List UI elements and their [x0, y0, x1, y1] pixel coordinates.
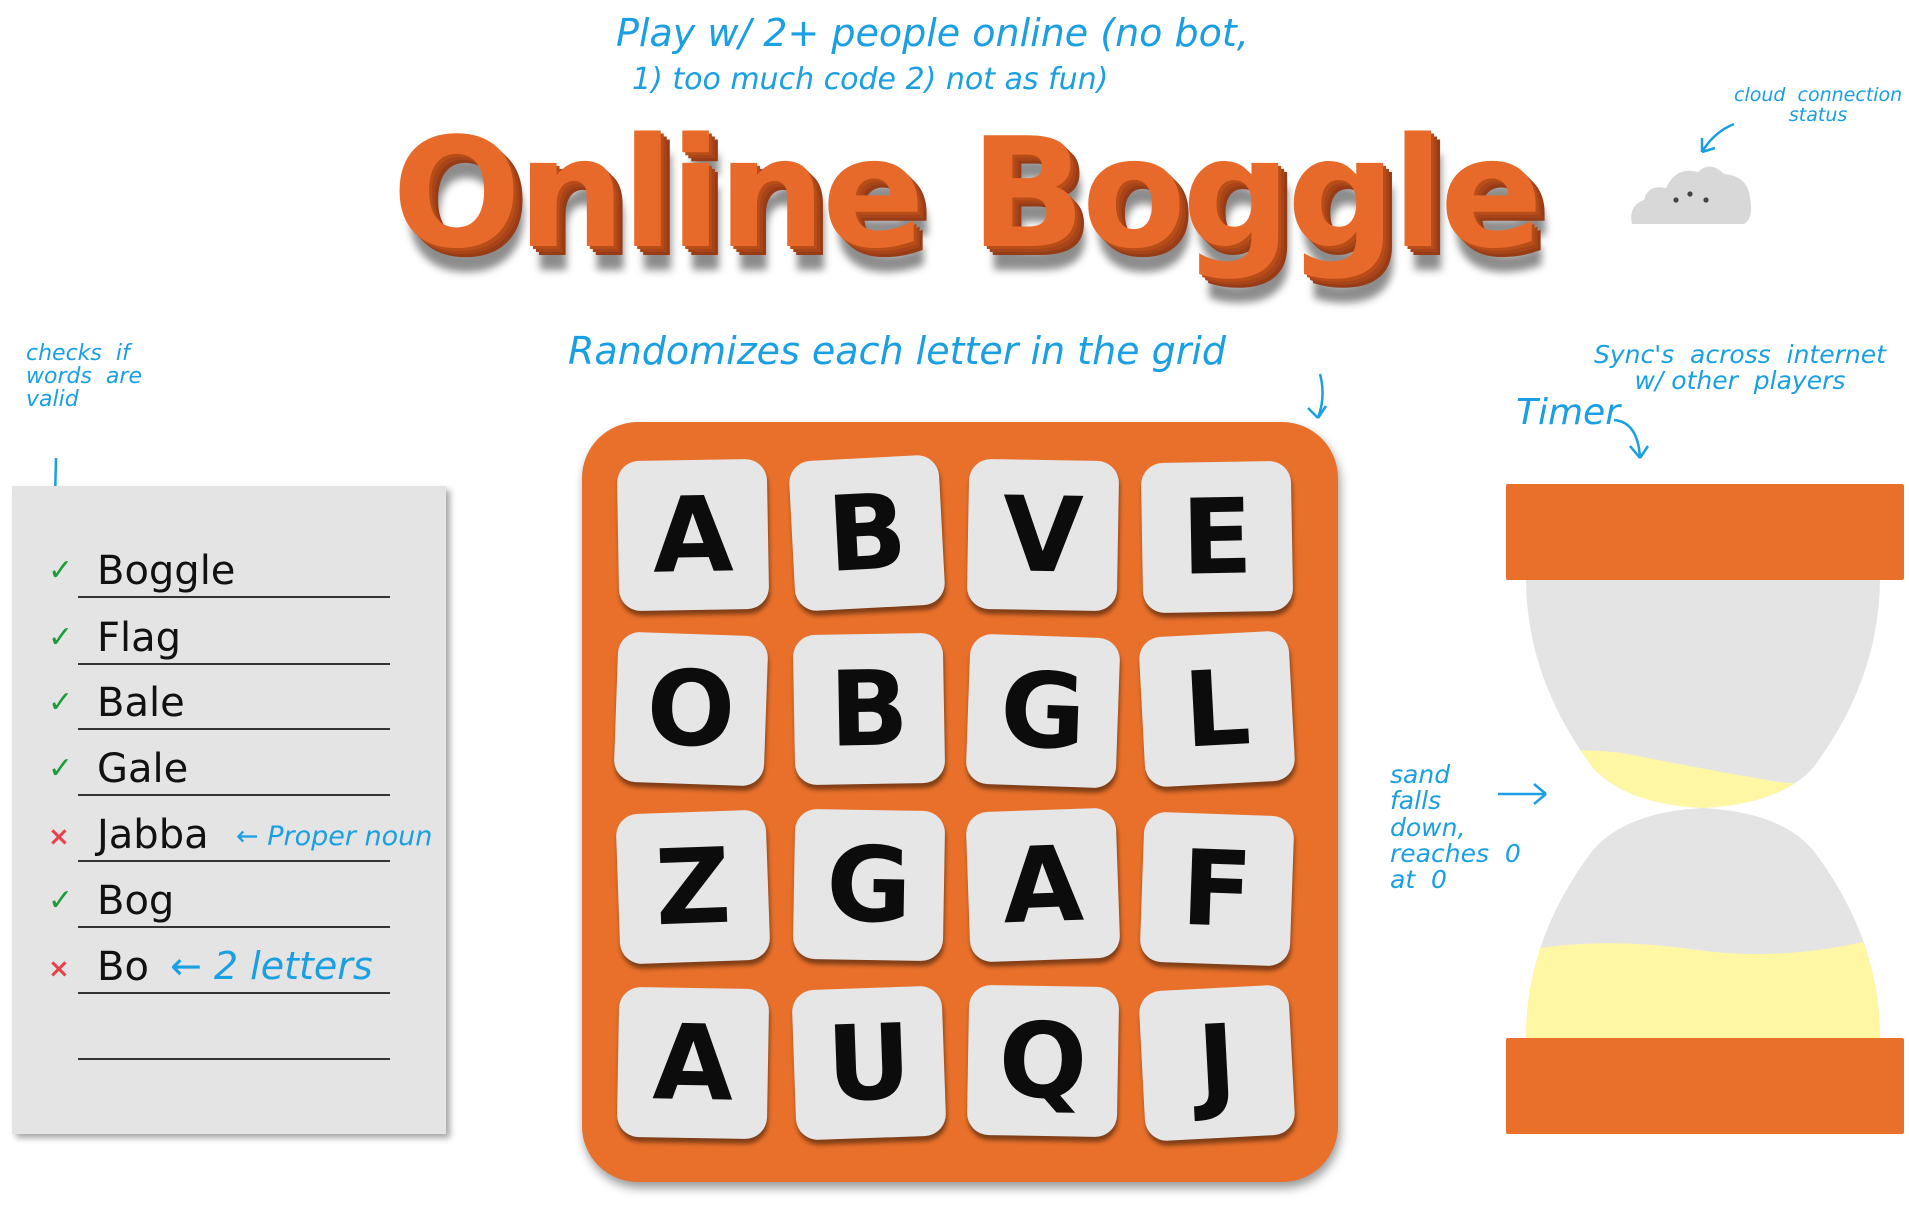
letter-tile[interactable]: G [792, 808, 946, 962]
letter-tile[interactable]: L [1138, 630, 1296, 788]
word-text: Bo [97, 944, 149, 990]
letter-tile[interactable]: U [791, 985, 947, 1141]
underline [78, 728, 390, 730]
arrow-to-grid [1307, 373, 1328, 419]
hourglass-bottom-cap [1506, 1038, 1904, 1134]
valid-check-icon: ✓ [48, 883, 74, 918]
valid-check-icon: ✓ [48, 685, 74, 720]
arrow-to-cloud [1700, 122, 1735, 154]
note-timer: Timer [1516, 392, 1621, 433]
invalid-x-icon: × [48, 954, 70, 984]
word-text: Bog [97, 878, 175, 924]
word-text: Jabba [97, 812, 209, 858]
note-syncs: Sync's across internet w/ other players [1594, 340, 1886, 396]
valid-check-icon: ✓ [48, 620, 74, 655]
letter-tile[interactable]: E [1140, 460, 1294, 614]
note-two-letters: ← 2 letters [170, 944, 373, 988]
list-item: ✓ Gale [12, 732, 446, 796]
letter-tile[interactable]: Q [966, 984, 1120, 1138]
underline [78, 1058, 390, 1060]
word-text: Bale [97, 680, 185, 726]
invalid-x-icon: × [48, 822, 70, 852]
arrow-to-sand [1498, 783, 1547, 805]
note-checks-valid: checks if words are valid [26, 341, 142, 413]
underline [78, 794, 390, 796]
valid-check-icon: ✓ [48, 553, 74, 588]
list-item: × Bo ← 2 letters [12, 930, 446, 994]
cloud-icon [1631, 166, 1752, 224]
list-item: ✓ Bale [12, 666, 446, 730]
list-item: ✓ Bog [12, 864, 446, 928]
hourglass-icon [1506, 484, 1904, 1134]
note-play-online: Play w/ 2+ people online (no bot, [616, 11, 1249, 55]
note-sand-falls: sand falls down, reaches 0 at 0 [1390, 760, 1521, 894]
page-title: Online Boggle [392, 105, 1543, 282]
note-proper-noun: ← Proper noun [236, 821, 433, 852]
letter-tile[interactable]: J [1138, 984, 1296, 1142]
word-text: Gale [97, 746, 189, 792]
list-item: ✓ Boggle [12, 534, 446, 598]
hourglass-top-cap [1506, 484, 1904, 580]
letter-tile[interactable]: F [1139, 811, 1295, 967]
list-item: × Jabba ← Proper noun [12, 798, 446, 862]
note-reasons: 1) too much code 2) not as fun) [632, 62, 1109, 97]
letter-tile[interactable]: O [613, 631, 769, 787]
letter-tile[interactable]: B [788, 454, 946, 612]
glass-top [1526, 578, 1880, 808]
letter-tile[interactable]: G [965, 633, 1121, 789]
letter-tile[interactable]: B [792, 632, 946, 786]
list-item: ✓ Flag [12, 601, 446, 665]
underline [78, 663, 390, 665]
underline [78, 860, 390, 862]
word-text: Flag [97, 615, 182, 661]
arrow-to-timer [1613, 418, 1650, 459]
sand-bottom [1526, 930, 1880, 1038]
word-text: Boggle [97, 548, 236, 594]
letter-tile[interactable]: A [965, 807, 1121, 963]
letter-tile[interactable]: A [616, 986, 770, 1140]
letter-tile[interactable]: V [966, 458, 1120, 612]
underline [78, 992, 390, 994]
note-randomizes: Randomizes each letter in the grid [568, 329, 1227, 373]
note-cloud-status: cloud connection status [1734, 84, 1903, 126]
letter-tile[interactable]: A [616, 458, 770, 612]
boggle-grid: A B V E O B G L Z G A F A U Q J [582, 422, 1338, 1182]
list-item [12, 996, 446, 1060]
letter-tile[interactable]: Z [615, 809, 771, 965]
word-list: ✓ Boggle ✓ Flag ✓ Bale ✓ Gale × Jabba ← … [12, 486, 446, 1134]
underline [78, 926, 390, 928]
underline [78, 596, 390, 598]
valid-check-icon: ✓ [48, 751, 74, 786]
